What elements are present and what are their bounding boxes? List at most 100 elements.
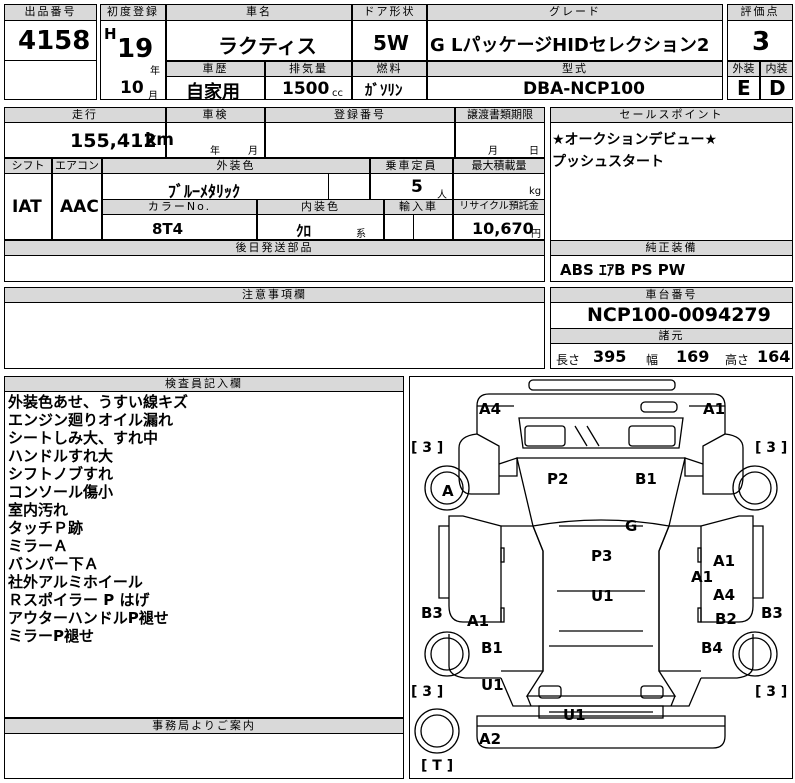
int-color-unit: 系	[356, 229, 366, 240]
width-value: 169	[676, 347, 710, 366]
inspection-month-unit: 月	[248, 146, 258, 157]
recycle-unit: 円	[531, 229, 541, 240]
interior-score: D	[769, 76, 786, 100]
month-unit: 月	[148, 91, 158, 102]
note-line: バンパー下Ａ	[8, 555, 99, 573]
mark-b1-hood: B1	[635, 470, 657, 488]
note-line: 外装色あせ、うすい線キズ	[8, 393, 189, 411]
type-cell	[427, 76, 723, 100]
note-line: シフトノブすれ	[8, 465, 114, 483]
chassis-label: 車台番号	[550, 287, 793, 303]
shift-value: IAT	[12, 197, 42, 217]
score-value: 3	[752, 27, 771, 57]
sales-point-1: ★オークションデビュー★	[552, 132, 718, 148]
inspector-notes: 外装色あせ、うすい線キズ エンジン廻りオイル漏れ シートしみ大、すれ中 ハンドル…	[8, 393, 400, 645]
inspection-label: 車検	[166, 107, 265, 123]
mark-b4: B4	[701, 639, 723, 657]
note-line: エンジン廻りオイル漏れ	[8, 411, 174, 429]
inspection-cell	[166, 122, 265, 158]
tire-tread-fr: [ 3 ]	[755, 440, 787, 456]
transfer-day: 日	[529, 146, 539, 157]
office-cell	[4, 733, 404, 779]
history-label: 車歴	[166, 61, 265, 77]
transfer-cell	[455, 122, 545, 158]
equipment-label: 純正装備	[550, 240, 793, 256]
first-reg-cell	[100, 20, 166, 100]
tire-tread-rl: [ 3 ]	[411, 684, 443, 700]
type-value: DBA-NCP100	[523, 79, 645, 99]
displacement-cell	[265, 76, 352, 100]
ac-cell	[52, 173, 102, 240]
dims-cell	[550, 343, 793, 369]
note-line: タッチＰ跡	[8, 519, 84, 537]
mileage-value: 155,412	[70, 130, 157, 152]
fuel-value: ｶﾞｿﾘﾝ	[365, 81, 403, 99]
int-color-cell	[257, 214, 384, 240]
fuel-cell	[352, 76, 427, 100]
recycle-cell	[453, 214, 545, 240]
capacity-label: 乗車定員	[370, 158, 453, 174]
lot-label: 出品番号	[4, 4, 97, 21]
mark-p3: P3	[591, 547, 612, 565]
height-label: 高さ	[725, 353, 750, 367]
transfer-label: 譲渡書類期限	[455, 107, 545, 123]
tire-tread-rr: [ 3 ]	[755, 684, 787, 700]
interior-label: 内装	[760, 61, 793, 77]
first-reg-month: 10	[120, 78, 144, 98]
color-divider	[328, 173, 329, 200]
grade-cell	[427, 20, 723, 61]
grade-value: G LパッケージHIDセレクション2	[430, 35, 710, 56]
recycle-value: 10,670	[472, 219, 534, 238]
import-divider	[413, 214, 414, 240]
interior-cell	[760, 76, 793, 100]
note-line: シートしみ大、すれ中	[8, 429, 159, 447]
note-line: ミラーP褪せ	[8, 627, 94, 645]
type-label: 型式	[427, 61, 723, 77]
first-reg-year: 19	[117, 34, 154, 64]
displacement-value: 1500	[282, 79, 330, 99]
note-line: ハンドルすれ大	[8, 447, 114, 465]
first-reg-label: 初度登録	[100, 4, 166, 21]
mark-a-tire: A	[442, 482, 454, 500]
tire-tread-spare: [ T ]	[421, 758, 453, 774]
car-diagram: A4 A1 P2 B1 A G P3 U1 A1 A1 A4 B2 B3 B3 …	[411, 379, 787, 774]
mark-u1-center: U1	[591, 587, 614, 605]
mark-b3-right: B3	[761, 604, 783, 622]
equipment-value: ABS ｴｱB PS PW	[560, 261, 686, 279]
recycle-label: リサイクル預託金	[453, 199, 545, 215]
inspection-year-unit: 年	[210, 146, 220, 157]
color-value: ﾌﾞﾙｰﾒﾀﾘｯｸ	[168, 182, 241, 201]
inspector-label: 検査員記入欄	[4, 376, 404, 392]
note-line: Ｒスポイラー P はげ	[8, 591, 150, 609]
displacement-unit: cc	[332, 88, 343, 99]
caution-cell	[4, 302, 545, 369]
sales-label: セールスポイント	[550, 107, 793, 123]
note-line: ミラーＡ	[8, 537, 69, 555]
later-parts-label: 後日発送部品	[4, 240, 545, 256]
mileage-label: 走行	[4, 107, 166, 123]
width-label: 幅	[646, 353, 659, 367]
import-cell	[384, 214, 453, 240]
caution-label: 注意事項欄	[4, 287, 545, 303]
mark-a1-front: A1	[703, 400, 725, 418]
model-label: 車名	[166, 4, 352, 21]
note-line: アウターハンドルP褪せ	[8, 609, 169, 627]
capacity-unit: 人	[437, 190, 447, 201]
reg-no-cell	[265, 122, 455, 158]
later-parts-cell	[4, 255, 545, 282]
import-label: 輸入車	[384, 199, 453, 215]
tire-tread-fl: [ 3 ]	[411, 440, 443, 456]
color-no-cell	[102, 214, 257, 240]
history-value: 自家用	[186, 82, 240, 103]
exterior-cell	[727, 76, 760, 100]
chassis-number: NCP100-0094279	[587, 304, 771, 326]
dims-label: 諸元	[550, 328, 793, 344]
door-label: ドア形状	[352, 4, 427, 21]
exterior-label: 外装	[727, 61, 760, 77]
capacity-value: 5	[411, 177, 423, 197]
mileage-cell	[4, 122, 166, 158]
mark-b1-left: B1	[481, 639, 503, 657]
fuel-label: 燃料	[352, 61, 427, 77]
mark-b3-left: B3	[421, 604, 443, 622]
era: H	[104, 25, 117, 43]
